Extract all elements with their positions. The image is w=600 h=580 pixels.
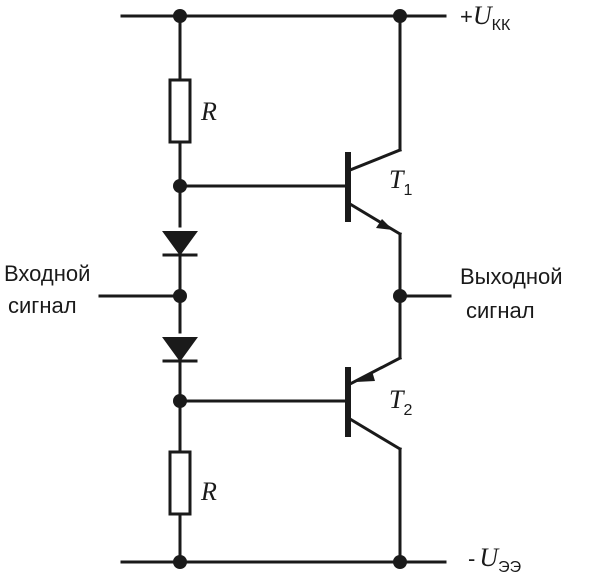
negative-supply-prefix: - <box>468 546 475 571</box>
resistor-top-label: R <box>200 97 217 126</box>
resistor-top <box>168 78 192 144</box>
t1-emitter-arrow-icon <box>376 219 393 230</box>
junction-t2-base <box>173 394 187 408</box>
t2-sub: 2 <box>403 402 412 419</box>
negative-supply-symbol: U <box>479 543 500 572</box>
junction-bottom-left <box>173 555 187 569</box>
positive-supply-symbol: U <box>473 1 494 30</box>
t1-label: T1 <box>389 165 412 199</box>
t2-collector <box>347 416 403 452</box>
t2-label: T2 <box>389 385 412 419</box>
resistor-bottom <box>168 450 192 516</box>
junction-top-left <box>173 9 187 23</box>
negative-supply-label: -UЭЭ <box>468 543 521 576</box>
junction-top-right <box>393 9 407 23</box>
junction-t1-base <box>173 179 187 193</box>
output-signal-label-line1: Выходной <box>460 264 563 289</box>
t1-symbol: T <box>389 165 405 194</box>
input-signal-label-line2: сигнал <box>8 293 77 318</box>
diode-bottom-icon <box>162 337 198 362</box>
diode-top-icon <box>162 231 198 256</box>
t2-emitter <box>347 355 403 387</box>
junction-bottom-right <box>393 555 407 569</box>
input-signal-label-line1: Входной <box>4 261 90 286</box>
t1-sub: 1 <box>403 182 412 199</box>
junction-output <box>393 289 407 303</box>
t2-emitter-arrow-icon <box>356 371 375 382</box>
positive-supply-label: +UКК <box>460 1 511 34</box>
negative-supply-sub: ЭЭ <box>498 559 521 576</box>
resistor-bottom-label: R <box>200 477 217 506</box>
t1-collector <box>348 148 402 172</box>
t2-symbol: T <box>389 385 405 414</box>
positive-supply-sub: КК <box>492 17 511 34</box>
positive-supply-prefix: + <box>460 4 473 29</box>
junction-input <box>173 289 187 303</box>
output-signal-label-line2: сигнал <box>466 298 535 323</box>
